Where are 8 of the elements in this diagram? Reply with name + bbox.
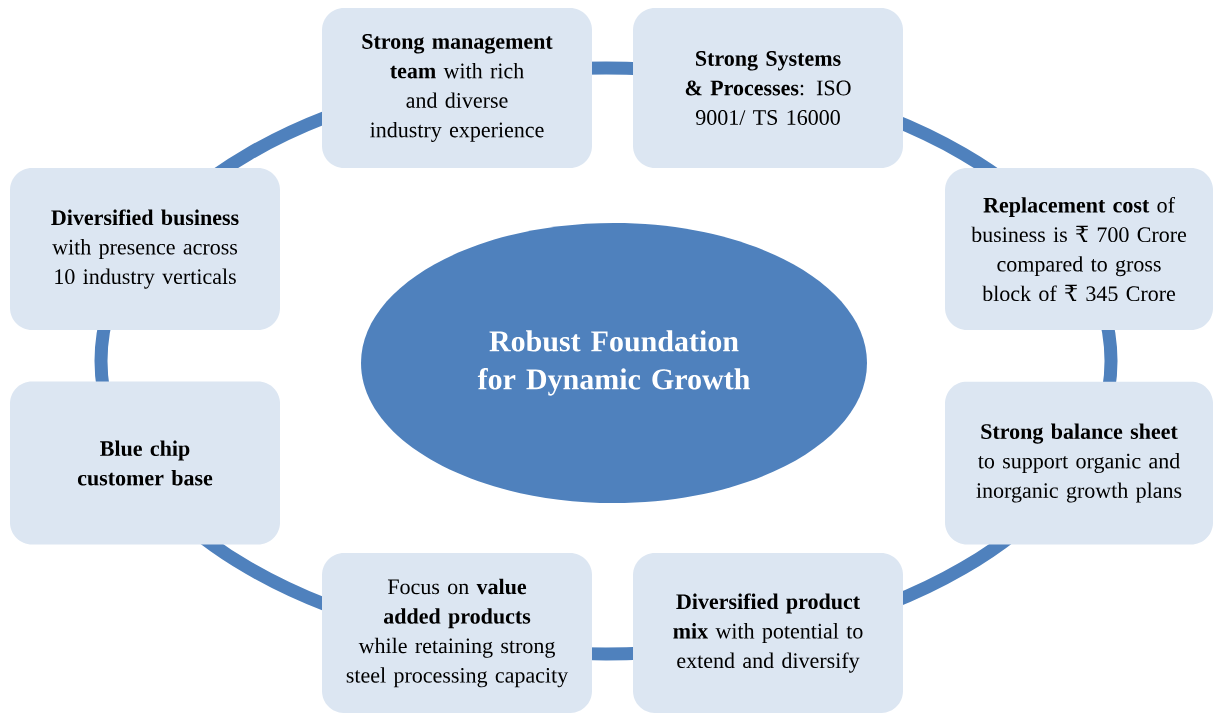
text-box: Focus on value added products while retaining strong steel processing capacity	[322, 553, 592, 713]
text-box: Diversified business with presence across 10 industry verticals	[10, 168, 280, 330]
text-box: Blue chip customer base	[10, 381, 280, 545]
text-box: Strong Systems & Processes: ISO 9001/ TS 16000	[633, 8, 903, 168]
text-box: Strong balance sheet to support organic and inorganic growth plans	[945, 381, 1213, 545]
text-box: Strong management team with rich and diverse industry experience	[322, 8, 592, 168]
text-box: Replacement cost of business is ₹ 700 Crore compared to gross block of ₹ 345 Crore	[945, 168, 1213, 330]
text-box: Diversified product mix with potential to extend and diversify	[633, 553, 903, 713]
